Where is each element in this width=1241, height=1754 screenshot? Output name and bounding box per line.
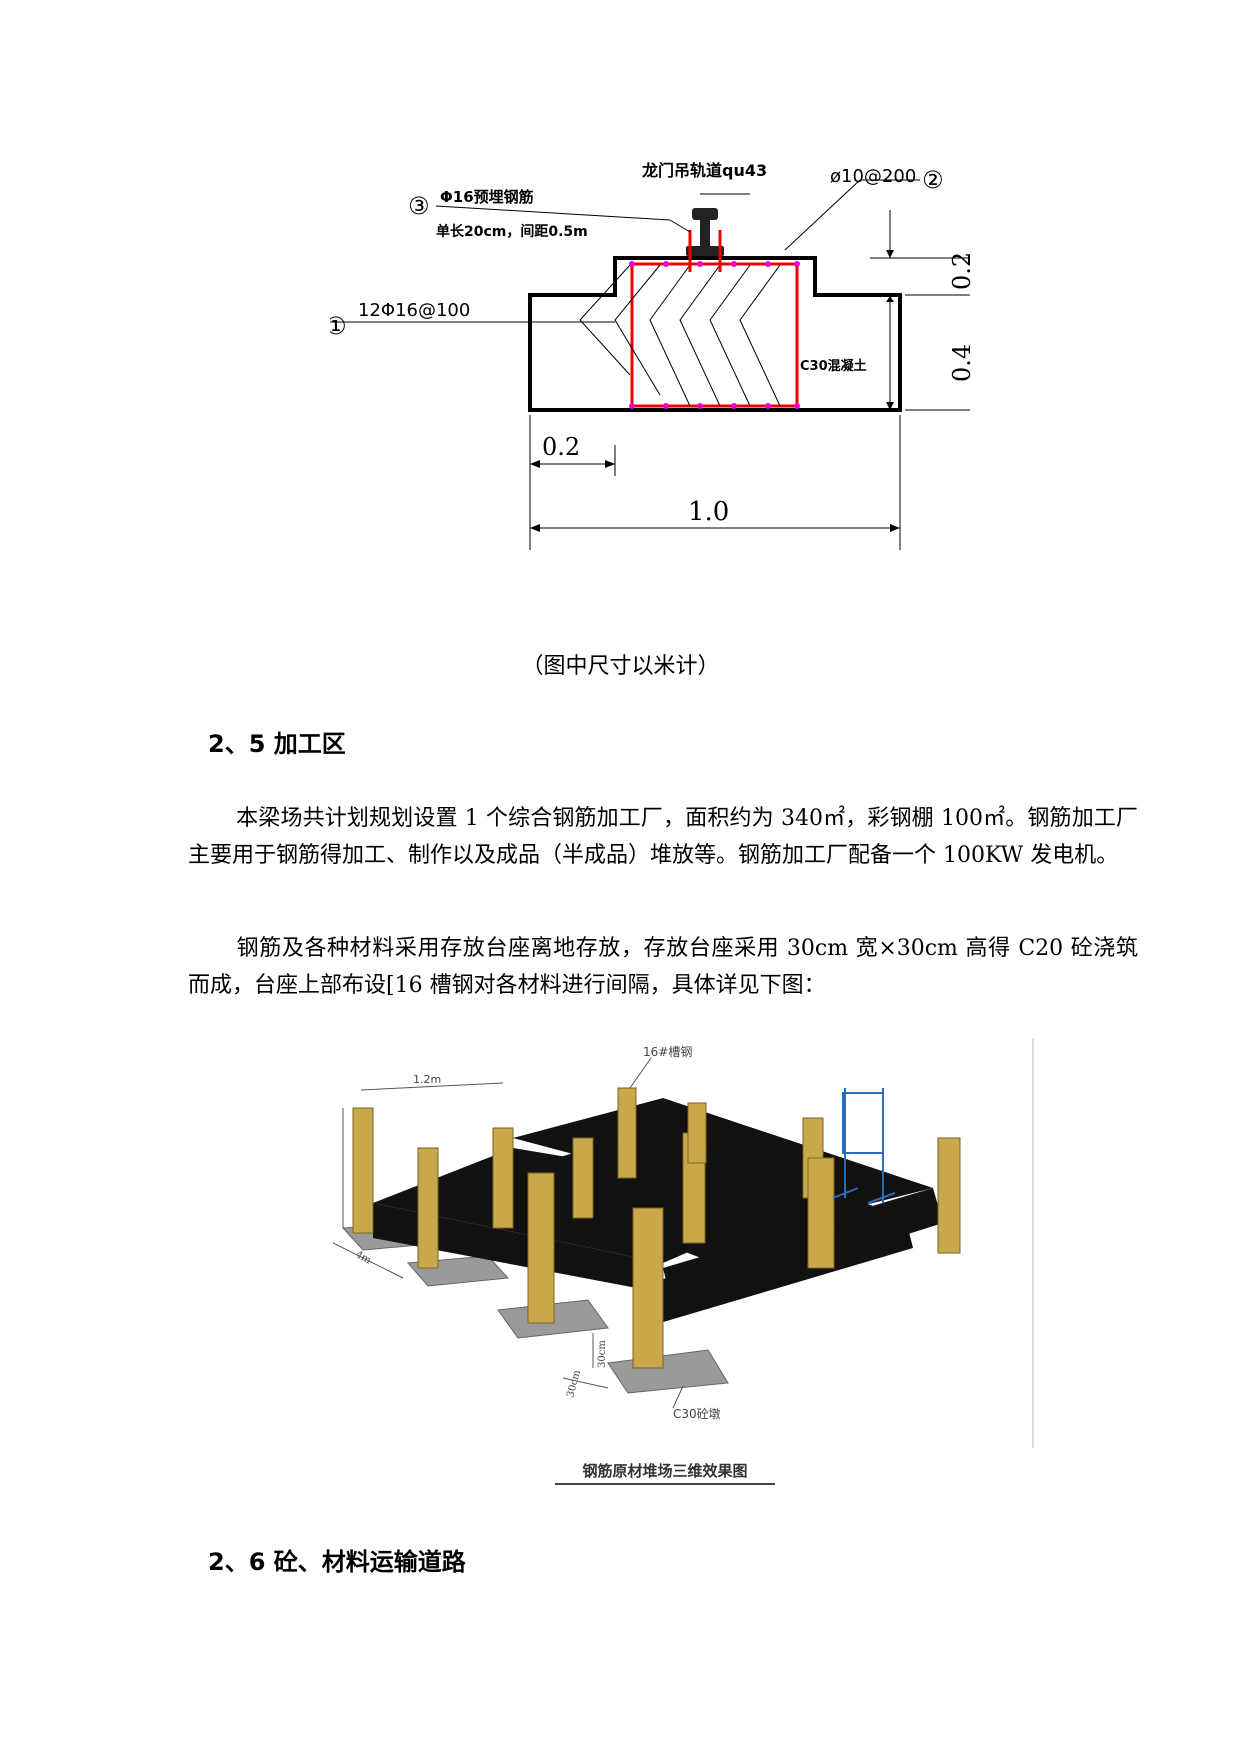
mark-3: ③ [408, 192, 430, 220]
section-heading-2-5: 2、5 加工区 [208, 730, 346, 758]
hatch-lines [579, 264, 781, 407]
rebar-storage-3d-image: 1.2m 16#槽钢 4m 30cm 30cm C30砼墩 [333, 1038, 1043, 1448]
spacing-label: 1.2m [413, 1073, 441, 1086]
mark-1: ① [330, 312, 347, 340]
stirrup-label: ø10@200 [830, 166, 916, 187]
base-label: C30砼墩 [673, 1407, 721, 1421]
dim-top: 0.2 [948, 252, 976, 290]
signboard-icon [832, 1088, 896, 1204]
paragraph-1: 本梁场共计划规划设置 1 个综合钢筋加工厂，面积约为 340㎡，彩钢棚 100㎡… [188, 800, 1138, 874]
cross-section-diagram: 龙门吊轨道qu43 ø10@200 ② ③ Φ16预埋钢筋 单长20cm，间距0… [330, 161, 976, 550]
rebar3-label: Φ16预埋钢筋 [440, 188, 534, 206]
channel-label: 16#槽钢 [643, 1045, 692, 1059]
rebar-dots [629, 261, 800, 409]
height-label: 30cm [597, 1340, 608, 1368]
paragraph-2: 钢筋及各种材料采用存放台座离地存放，存放台座采用 30cm 宽×30cm 高得 … [188, 930, 1138, 1004]
paragraph-2-text: 钢筋及各种材料采用存放台座离地存放，存放台座采用 30cm 宽×30cm 高得 … [188, 936, 1138, 998]
channel-posts [352, 1087, 961, 1369]
figure1-caption: （图中尺寸以米计） [521, 654, 720, 679]
paragraph-1-text: 本梁场共计划规划设置 1 个综合钢筋加工厂，面积约为 340㎡，彩钢棚 100㎡… [188, 806, 1138, 868]
rail-icon [686, 208, 724, 256]
figure2-caption: 钢筋原材堆场三维效果图 [555, 1460, 775, 1485]
section-heading-2-6: 2、6 砼、材料运输道路 [208, 1548, 466, 1576]
stirrup-cage [630, 262, 799, 408]
main-rebar-label: 12Φ16@100 [358, 300, 470, 321]
dim-width: 1.0 [688, 497, 729, 527]
mark-2: ② [922, 166, 944, 194]
concrete-label: C30混凝土 [800, 358, 867, 374]
section-outline [528, 256, 902, 412]
rebar3-note: 单长20cm，间距0.5m [436, 223, 588, 240]
dim-left: 0.2 [542, 433, 580, 461]
rail-label: 龙门吊轨道qu43 [641, 161, 767, 180]
dim-base: 0.4 [948, 344, 976, 382]
